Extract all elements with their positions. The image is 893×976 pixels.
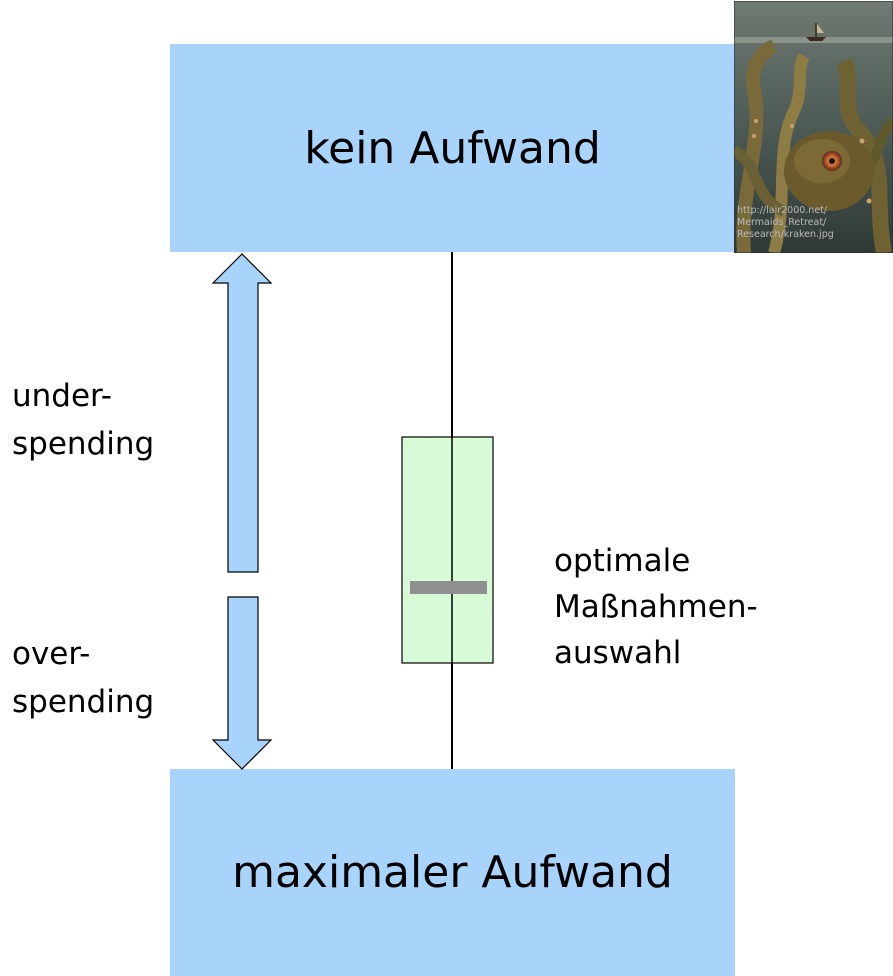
optimal-range-box <box>401 436 494 664</box>
optimal-selection-label: optimale Maßnahmen- auswahl <box>554 543 758 671</box>
box-kein-aufwand: kein Aufwand <box>170 44 735 252</box>
optimum-marker <box>410 581 487 594</box>
box-maximaler-aufwand-label: maximaler Aufwand <box>232 847 673 898</box>
box-maximaler-aufwand: maximaler Aufwand <box>170 769 735 976</box>
over-spending-label: over- spending <box>12 636 155 720</box>
over-spending-arrow <box>211 596 273 770</box>
under-spending-label: under- spending <box>12 378 155 462</box>
kraken-image: http://lair2000.net/ Mermaids_Retreat/ R… <box>734 1 893 253</box>
under-spending-arrow <box>211 253 273 573</box>
box-kein-aufwand-label: kein Aufwand <box>304 122 601 174</box>
image-source-caption: http://lair2000.net/ Mermaids_Retreat/ R… <box>737 205 834 240</box>
